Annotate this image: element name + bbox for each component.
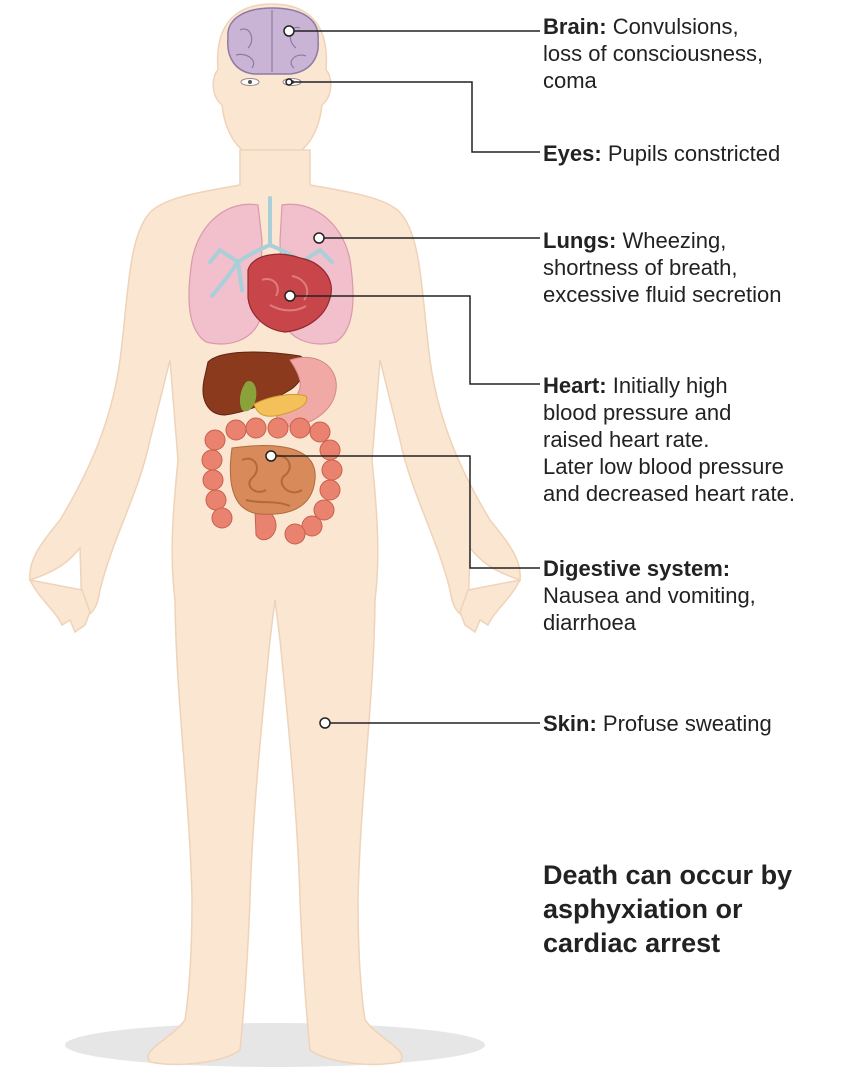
label-brain: Brain: Convulsions, loss of consciousnes… bbox=[543, 13, 843, 94]
label-lungs-title: Lungs: bbox=[543, 228, 616, 253]
label-skin: Skin: Profuse sweating bbox=[543, 710, 843, 737]
label-brain-line3: coma bbox=[543, 67, 843, 94]
label-heart-line4: Later low blood pressure bbox=[543, 453, 848, 480]
pointer-dot-eyes bbox=[286, 79, 292, 85]
label-digestive-line2: Nausea and vomiting, bbox=[543, 582, 843, 609]
conclusion-line-3: cardiac arrest bbox=[543, 926, 843, 960]
ground-shadow bbox=[65, 1023, 485, 1067]
body-silhouette bbox=[30, 4, 520, 1064]
label-digestive-title: Digestive system: bbox=[543, 556, 730, 581]
label-heart-title: Heart: bbox=[543, 373, 607, 398]
pointer-dot-skin bbox=[320, 718, 330, 728]
pointer-dot-digestive bbox=[266, 451, 276, 461]
label-lungs: Lungs: Wheezing, shortness of breath, ex… bbox=[543, 227, 843, 308]
label-eyes-line1: Pupils constricted bbox=[608, 141, 780, 166]
label-brain-line1: Convulsions, bbox=[613, 14, 739, 39]
label-eyes: Eyes: Pupils constricted bbox=[543, 140, 843, 167]
label-lungs-line2: shortness of breath, bbox=[543, 254, 843, 281]
label-brain-title: Brain: bbox=[543, 14, 607, 39]
label-heart: Heart: Initially high blood pressure and… bbox=[543, 372, 848, 507]
label-digestive-line3: diarrhoea bbox=[543, 609, 843, 636]
label-digestive-system: Digestive system: Nausea and vomiting, d… bbox=[543, 555, 843, 636]
label-heart-line1: Initially high bbox=[613, 373, 728, 398]
label-heart-line5: and decreased heart rate. bbox=[543, 480, 848, 507]
label-skin-title: Skin: bbox=[543, 711, 597, 736]
conclusion-line-1: Death can occur by bbox=[543, 858, 843, 892]
conclusion-line-2: asphyxiation or bbox=[543, 892, 843, 926]
conclusion-text: Death can occur by asphyxiation or cardi… bbox=[543, 858, 843, 960]
label-lungs-line3: excessive fluid secretion bbox=[543, 281, 843, 308]
brain bbox=[228, 8, 319, 74]
label-brain-line2: loss of consciousness, bbox=[543, 40, 843, 67]
label-heart-line2: blood pressure and bbox=[543, 399, 848, 426]
label-lungs-line1: Wheezing, bbox=[622, 228, 726, 253]
label-skin-line1: Profuse sweating bbox=[603, 711, 772, 736]
label-heart-line3: raised heart rate. bbox=[543, 426, 848, 453]
pointer-dot-heart bbox=[285, 291, 295, 301]
label-eyes-title: Eyes: bbox=[543, 141, 602, 166]
pointer-dot-lungs bbox=[314, 233, 324, 243]
pointer-dot-brain bbox=[284, 26, 294, 36]
